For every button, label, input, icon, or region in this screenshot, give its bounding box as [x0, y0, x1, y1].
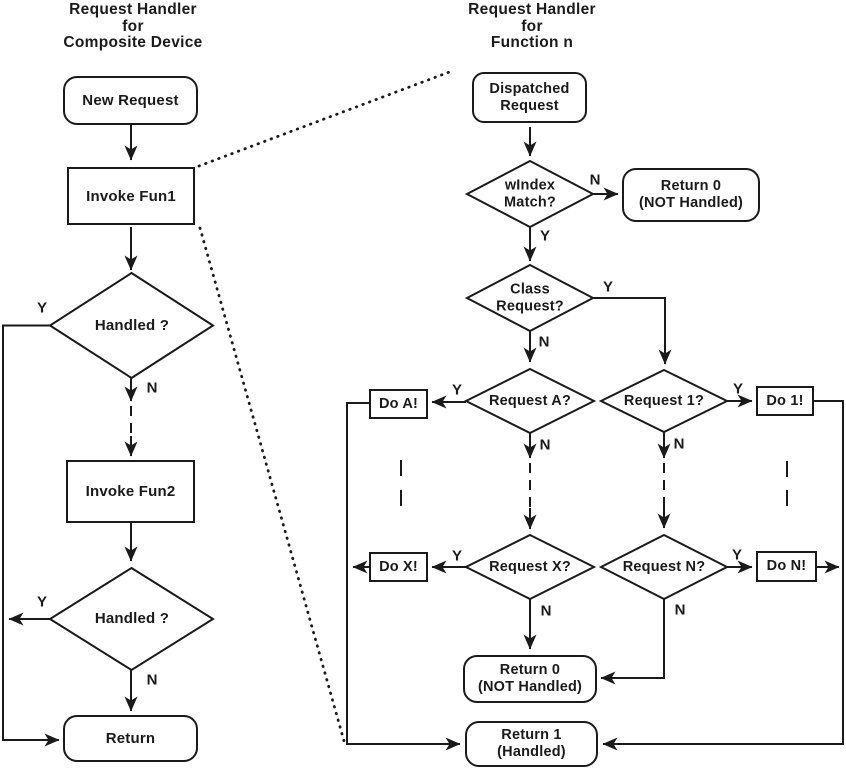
node-do-x: Do X! [369, 552, 428, 582]
expansion-dotted-lines [197, 69, 454, 743]
right-flow-lines [346, 127, 844, 751]
right-chart-title: Request Handler for Function n [468, 1, 596, 51]
left-flow-lines [2, 125, 215, 747]
node-return0-bottom: Return 0 (NOT Handled) [463, 655, 597, 703]
node-class-request-label: Class Request? [496, 281, 564, 315]
edge-label-windex-y: Y [539, 227, 551, 245]
diamond-class-request [464, 263, 596, 333]
edge-label-n1: N [146, 379, 158, 397]
left-chart-title: Request Handler for Composite Device [63, 1, 203, 51]
node-request-1-label: Request 1? [623, 392, 705, 409]
edge-label-request-a-y: Y [451, 381, 463, 399]
edge-label-request-n-n: N [674, 601, 686, 619]
edge-label-windex-n: N [589, 171, 601, 189]
edge-label-request-n-y: Y [731, 546, 743, 564]
node-do-1: Do 1! [756, 386, 814, 416]
node-return1: Return 1 (Handled) [465, 721, 598, 767]
node-return0-top: Return 0 (NOT Handled) [622, 168, 760, 222]
edge-label-y1: Y [36, 299, 48, 317]
edge-label-n2: N [146, 671, 158, 689]
node-request-x-label: Request X? [489, 558, 571, 575]
diamond-windex-match [464, 159, 596, 229]
edge-label-request-x-y: Y [451, 547, 463, 565]
diamond-request-1 [598, 368, 730, 434]
diamond-request-x [463, 533, 597, 601]
node-dispatched-request: Dispatched Request [472, 72, 587, 123]
ellipsis-marks [400, 460, 788, 506]
edge-label-class-n: N [538, 333, 550, 351]
diamond-handled-2 [48, 566, 215, 672]
edge-label-request-1-y: Y [732, 380, 744, 398]
node-do-n: Do N! [756, 551, 817, 582]
edge-label-request-1-n: N [673, 435, 685, 453]
diamond-request-a [463, 367, 597, 435]
node-windex-match-label: wIndex Match? [504, 177, 556, 211]
edge-label-request-x-n: N [540, 602, 552, 620]
node-invoke-fun1: Invoke Fun1 [67, 167, 195, 225]
node-invoke-fun2: Invoke Fun2 [66, 460, 195, 523]
node-request-a-label: Request A? [488, 392, 572, 409]
edge-label-y2: Y [36, 593, 48, 611]
diamond-handled-1 [48, 271, 215, 380]
diamond-request-n [598, 533, 730, 601]
node-new-request: New Request [63, 76, 198, 125]
node-handled-2-label: Handled ? [94, 609, 170, 627]
edge-label-class-y: Y [602, 278, 614, 296]
edge-label-request-a-n: N [539, 436, 551, 454]
node-request-n-label: Request N? [622, 558, 706, 575]
node-return: Return [63, 715, 198, 762]
node-handled-1-label: Handled ? [94, 316, 170, 334]
node-do-a: Do A! [369, 389, 428, 419]
